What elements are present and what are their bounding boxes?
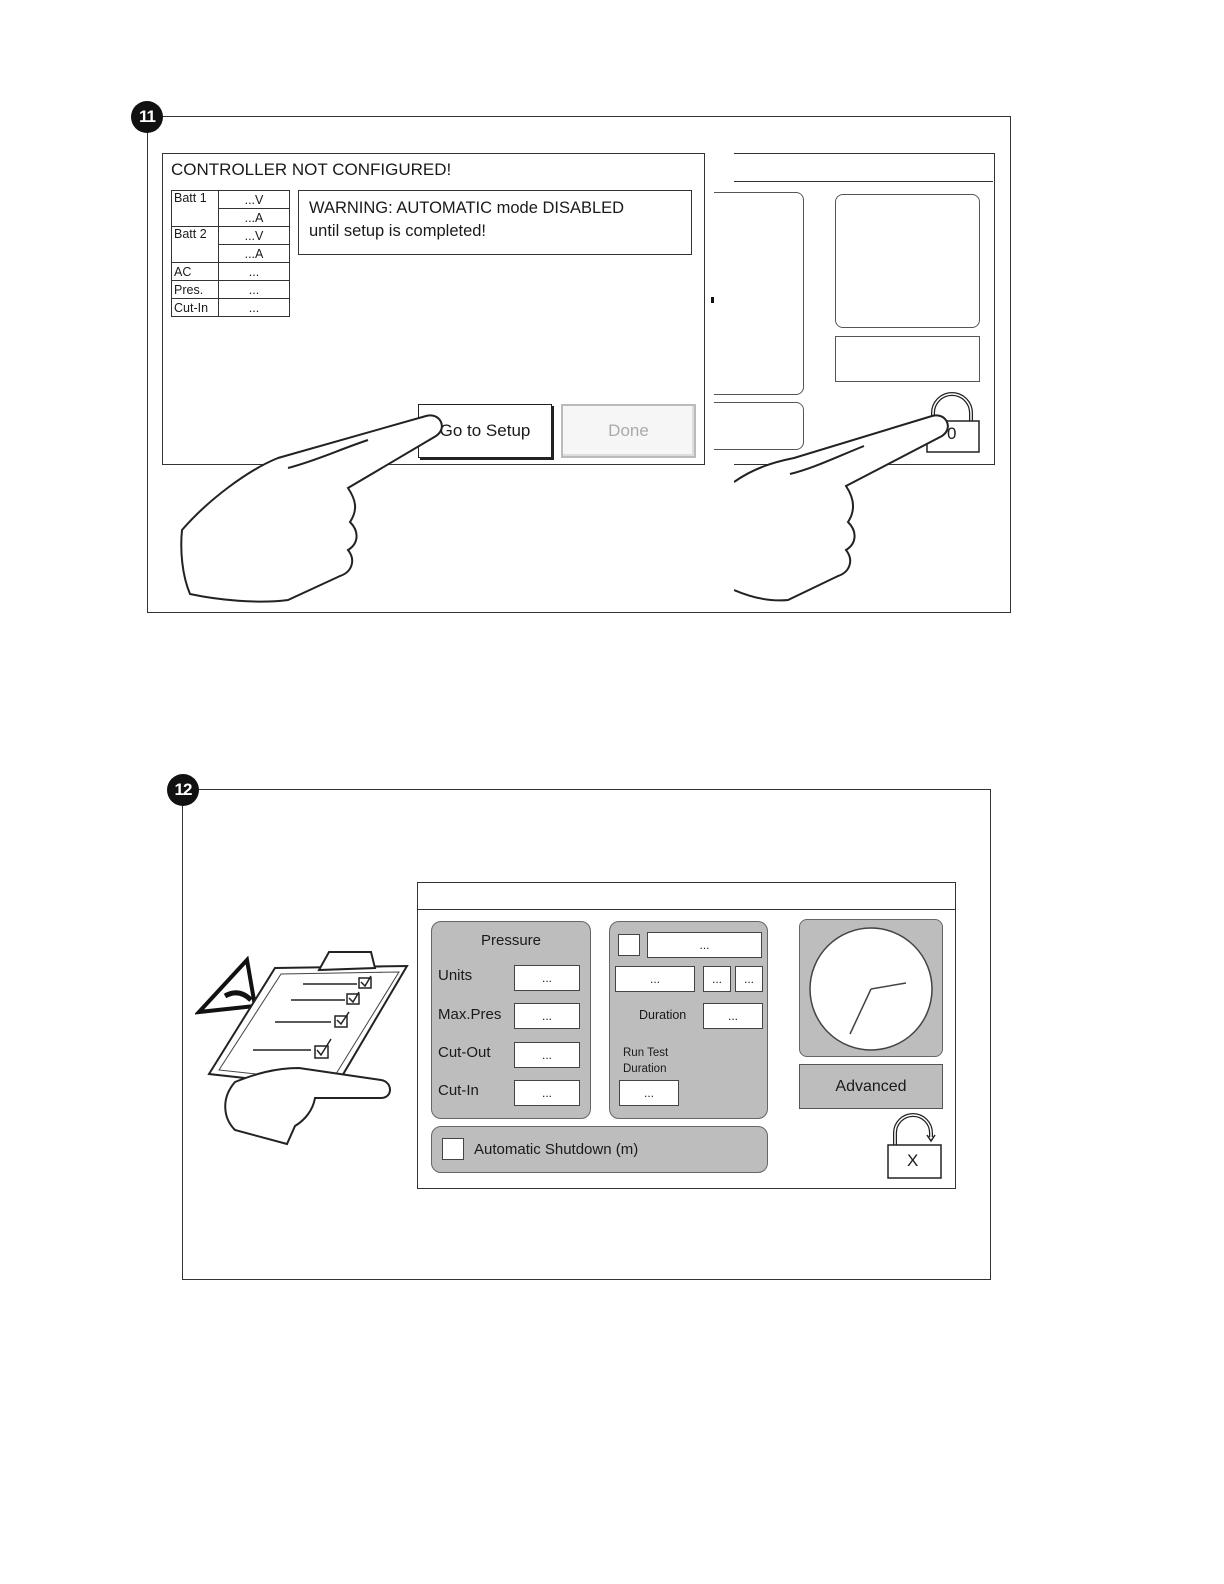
units-label: Units [438, 967, 473, 984]
lock-counter: 0 [947, 424, 957, 443]
timer-field-1[interactable]: ... [615, 966, 695, 992]
duration-label: Duration [639, 1008, 687, 1022]
run-test-field[interactable]: ... [619, 1080, 679, 1106]
timer-top-field[interactable]: ... [647, 932, 762, 958]
status-value: ...A [218, 208, 290, 227]
main-left-bottom-panel [714, 402, 804, 450]
hand-pointer-icon [734, 414, 949, 602]
units-field[interactable]: ... [514, 965, 580, 991]
timer-field-3[interactable]: ... [735, 966, 763, 992]
cut-out-field[interactable]: ... [514, 1042, 580, 1068]
timer-field-2[interactable]: ... [703, 966, 731, 992]
done-button[interactable]: Done [561, 404, 696, 458]
main-display-panel [835, 194, 980, 328]
main-status-panel [835, 336, 980, 382]
timer-enable-checkbox[interactable] [618, 934, 640, 956]
status-value: ... [218, 280, 290, 299]
eye-icon [195, 955, 258, 1015]
setup-screen: Pressure Units ... Max.Pres ... Cut-Out … [417, 882, 956, 1189]
timer-panel: ... ... ... ... Duration ... Run Test Du… [609, 921, 768, 1119]
status-label: Batt 2 [171, 226, 219, 263]
status-table: Batt 1 ...V ...A Batt 2 ...V ...A AC ...… [171, 190, 290, 317]
table-row: AC ... [171, 262, 290, 281]
duration-field[interactable]: ... [703, 1003, 763, 1029]
status-value: ...V [218, 226, 290, 245]
table-row: Pres. ... [171, 280, 290, 299]
pressure-panel: Pressure Units ... Max.Pres ... Cut-Out … [431, 921, 591, 1119]
status-value: ... [218, 298, 290, 317]
lock-label: X [907, 1151, 919, 1170]
step-12-badge: 12 [167, 774, 199, 806]
status-value: ... [218, 262, 290, 281]
advanced-label: Advanced [835, 1077, 907, 1095]
warning-line-1: WARNING: AUTOMATIC mode DISABLED [309, 199, 625, 217]
status-value: ...V [218, 190, 290, 209]
table-row: Batt 2 ...V [171, 226, 290, 263]
auto-shutdown-label: Automatic Shutdown (m) [474, 1141, 639, 1158]
step-11-badge: 11 [131, 101, 163, 133]
run-test-label: Run Test [623, 1047, 669, 1059]
table-row: Cut-In ... [171, 298, 290, 317]
status-label: AC [171, 262, 219, 281]
clock-icon [809, 927, 933, 1051]
status-label: Cut-In [171, 298, 219, 317]
status-label: Pres. [171, 280, 219, 299]
clock-panel [799, 919, 943, 1057]
warning-box: WARNING: AUTOMATIC mode DISABLED until s… [298, 190, 692, 255]
setup-screen-header-line [418, 909, 955, 910]
cut-in-label: Cut-In [438, 1082, 479, 1099]
cut-out-label: Cut-Out [438, 1044, 491, 1061]
table-row: Batt 1 ...V [171, 190, 290, 227]
pressure-title: Pressure [480, 932, 542, 949]
setup-prompt-title: CONTROLLER NOT CONFIGURED! [171, 160, 452, 179]
max-pres-label: Max.Pres [438, 1006, 502, 1023]
clipboard-checklist-icon [195, 951, 409, 1146]
cut-in-field[interactable]: ... [514, 1080, 580, 1106]
auto-shutdown-checkbox[interactable] [442, 1138, 464, 1160]
auto-shutdown-panel: Automatic Shutdown (m) [431, 1126, 768, 1173]
run-test-duration-label: Duration [623, 1063, 667, 1075]
padlock-icon[interactable] [885, 1111, 945, 1181]
status-value: ...A [218, 244, 290, 263]
advanced-button[interactable]: Advanced [799, 1064, 943, 1109]
warning-line-2: until setup is completed! [309, 222, 487, 240]
hand-pointer-icon [180, 414, 443, 603]
status-label: Batt 1 [171, 190, 219, 227]
main-screen-header-line [734, 181, 993, 182]
setup-prompt-screen: CONTROLLER NOT CONFIGURED! Batt 1 ...V .… [162, 153, 705, 465]
main-left-panel [714, 192, 804, 395]
max-pres-field[interactable]: ... [514, 1003, 580, 1029]
